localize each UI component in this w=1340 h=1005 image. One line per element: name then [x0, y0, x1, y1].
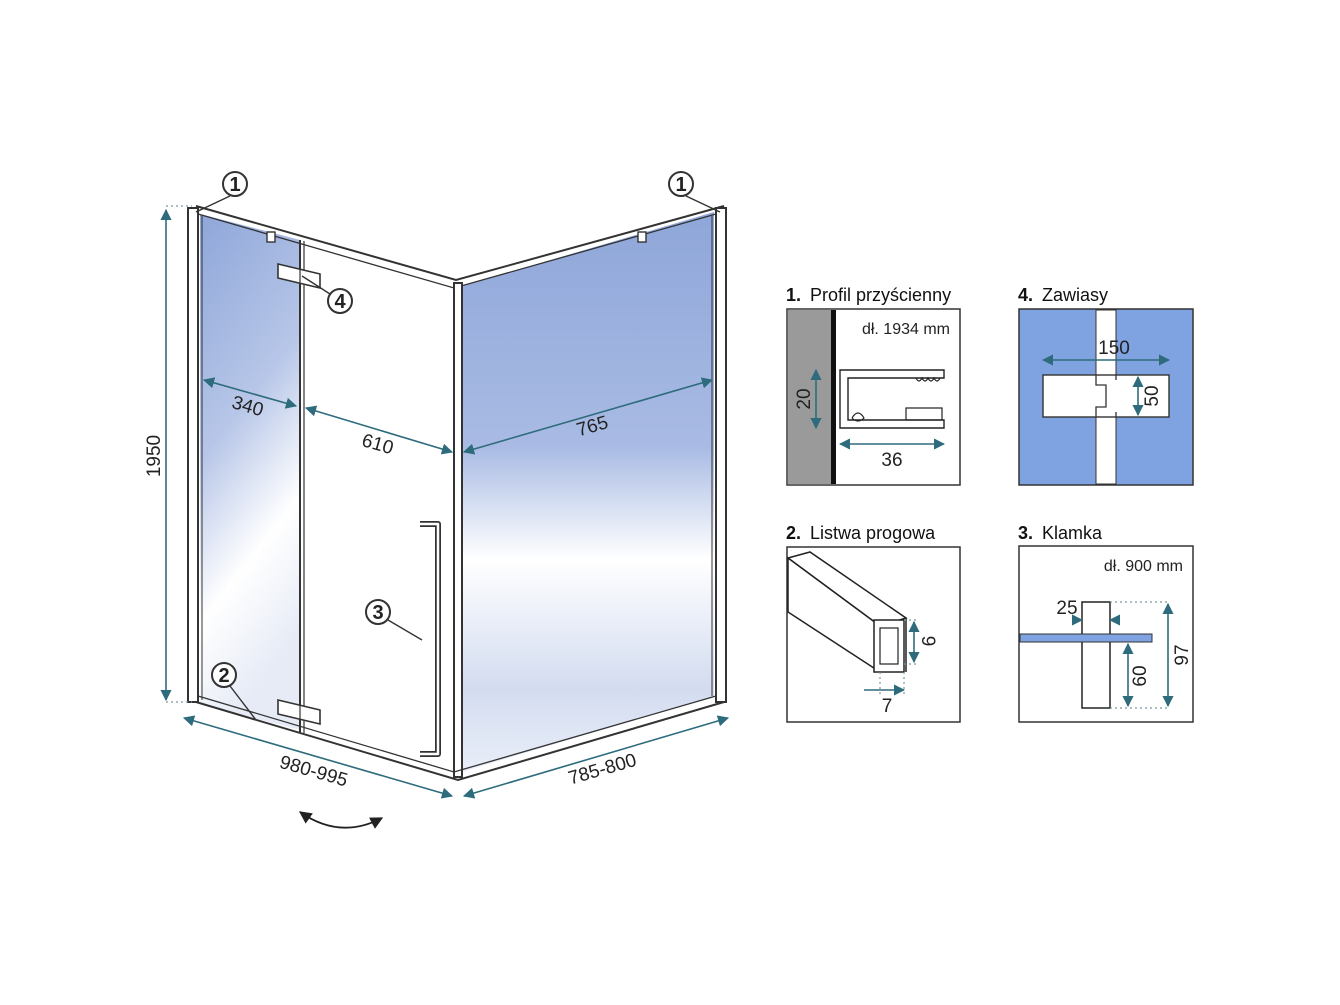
enclosure-drawing: [187, 205, 727, 782]
callout-wall-profile-left: 1: [195, 171, 248, 213]
svg-text:1: 1: [675, 174, 686, 196]
handle-length: dł. 900 mm: [1104, 558, 1183, 575]
callout-wall-profile-right: 1: [668, 171, 721, 213]
fixed-glass-panel: [200, 214, 300, 730]
svg-text:1: 1: [229, 174, 240, 196]
callout-hinge: 4: [301, 275, 353, 314]
svg-text:2: 2: [218, 665, 229, 687]
handle-dim-inner: 60: [1130, 665, 1151, 686]
svg-text:4: 4: [334, 291, 346, 313]
right-wall-profile: [715, 207, 727, 703]
width-left-label: 980-995: [277, 752, 350, 791]
detail-panel-handle: 3. Klamka dł. 900 mm 25 60 97: [1018, 523, 1194, 723]
hinges-title: 4. Zawiasy: [1018, 285, 1108, 305]
detail-panel-threshold: 2. Listwa progowa 9 7: [786, 523, 961, 723]
height-dimension: 1950: [144, 205, 192, 703]
profile-title: 1. Profil przyścienny: [786, 285, 951, 305]
threshold-dim-width: 7: [882, 696, 893, 717]
corner-post: [453, 282, 463, 778]
handle-dim-width: 25: [1056, 598, 1077, 619]
threshold-title: 2. Listwa progowa: [786, 523, 936, 543]
hinges-dim-height: 50: [1142, 385, 1163, 406]
svg-text:3: 3: [372, 602, 383, 624]
threshold-dim-height: 9: [917, 636, 938, 647]
profile-length: dł. 1934 mm: [862, 321, 950, 338]
callout-handle: 3: [365, 599, 423, 641]
callout-threshold: 2: [211, 662, 257, 721]
detail-panel-profile: 1. Profil przyścienny dł. 1934 mm 20 36: [786, 285, 961, 486]
height-label: 1950: [144, 435, 165, 477]
width-right-label: 785-800: [566, 750, 639, 789]
door-swing-arrow: [298, 811, 384, 829]
detail-panel-hinges: 4. Zawiasy 150 50: [1018, 285, 1194, 486]
handle-title: 3. Klamka: [1018, 523, 1103, 543]
profile-dim-height: 20: [794, 388, 815, 409]
hinges-dim-width: 150: [1098, 338, 1130, 359]
left-wall-profile: [187, 207, 199, 703]
side-glass-panel: [462, 212, 714, 772]
handle-dim-total: 97: [1172, 644, 1193, 665]
profile-dim-width: 36: [881, 450, 902, 471]
door-glass-panel: [302, 240, 454, 772]
